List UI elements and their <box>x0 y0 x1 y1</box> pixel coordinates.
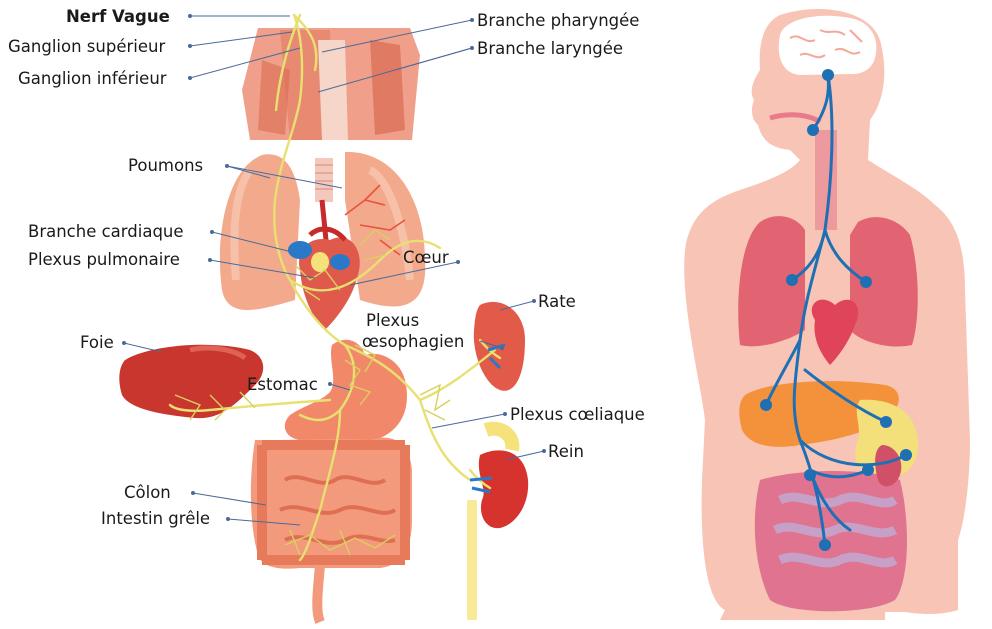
label-plexus-pulmonaire: Plexus pulmonaire <box>28 250 180 269</box>
label-plexus-oesophagien-line1: Plexus <box>366 311 419 330</box>
label-nerf-vague: Nerf Vague <box>66 7 170 26</box>
label-estomac: Estomac <box>247 375 318 394</box>
label-branche-laryngee: Branche laryngée <box>477 39 623 58</box>
label-intestin-grele: Intestin grêle <box>101 509 210 528</box>
kidney-illustration <box>467 429 528 620</box>
label-plexus-oesophagien-line2: œsophagien <box>362 332 464 351</box>
left-anatomy <box>119 15 528 622</box>
label-coeur: Cœur <box>403 248 449 267</box>
label-rate: Rate <box>538 292 576 311</box>
label-rein: Rein <box>548 442 584 461</box>
neck-illustration <box>242 28 420 140</box>
label-branche-cardiaque: Branche cardiaque <box>28 222 184 241</box>
label-colon: Côlon <box>124 483 171 502</box>
brain-illustration <box>779 16 877 75</box>
label-ganglion-inferieur: Ganglion inférieur <box>18 69 167 88</box>
label-poumons: Poumons <box>128 156 203 175</box>
label-ganglion-superieur: Ganglion supérieur <box>8 37 165 56</box>
label-branche-pharyngee: Branche pharyngée <box>477 11 639 30</box>
label-plexus-coeliaque: Plexus cœliaque <box>510 405 645 424</box>
label-foie: Foie <box>80 333 114 352</box>
